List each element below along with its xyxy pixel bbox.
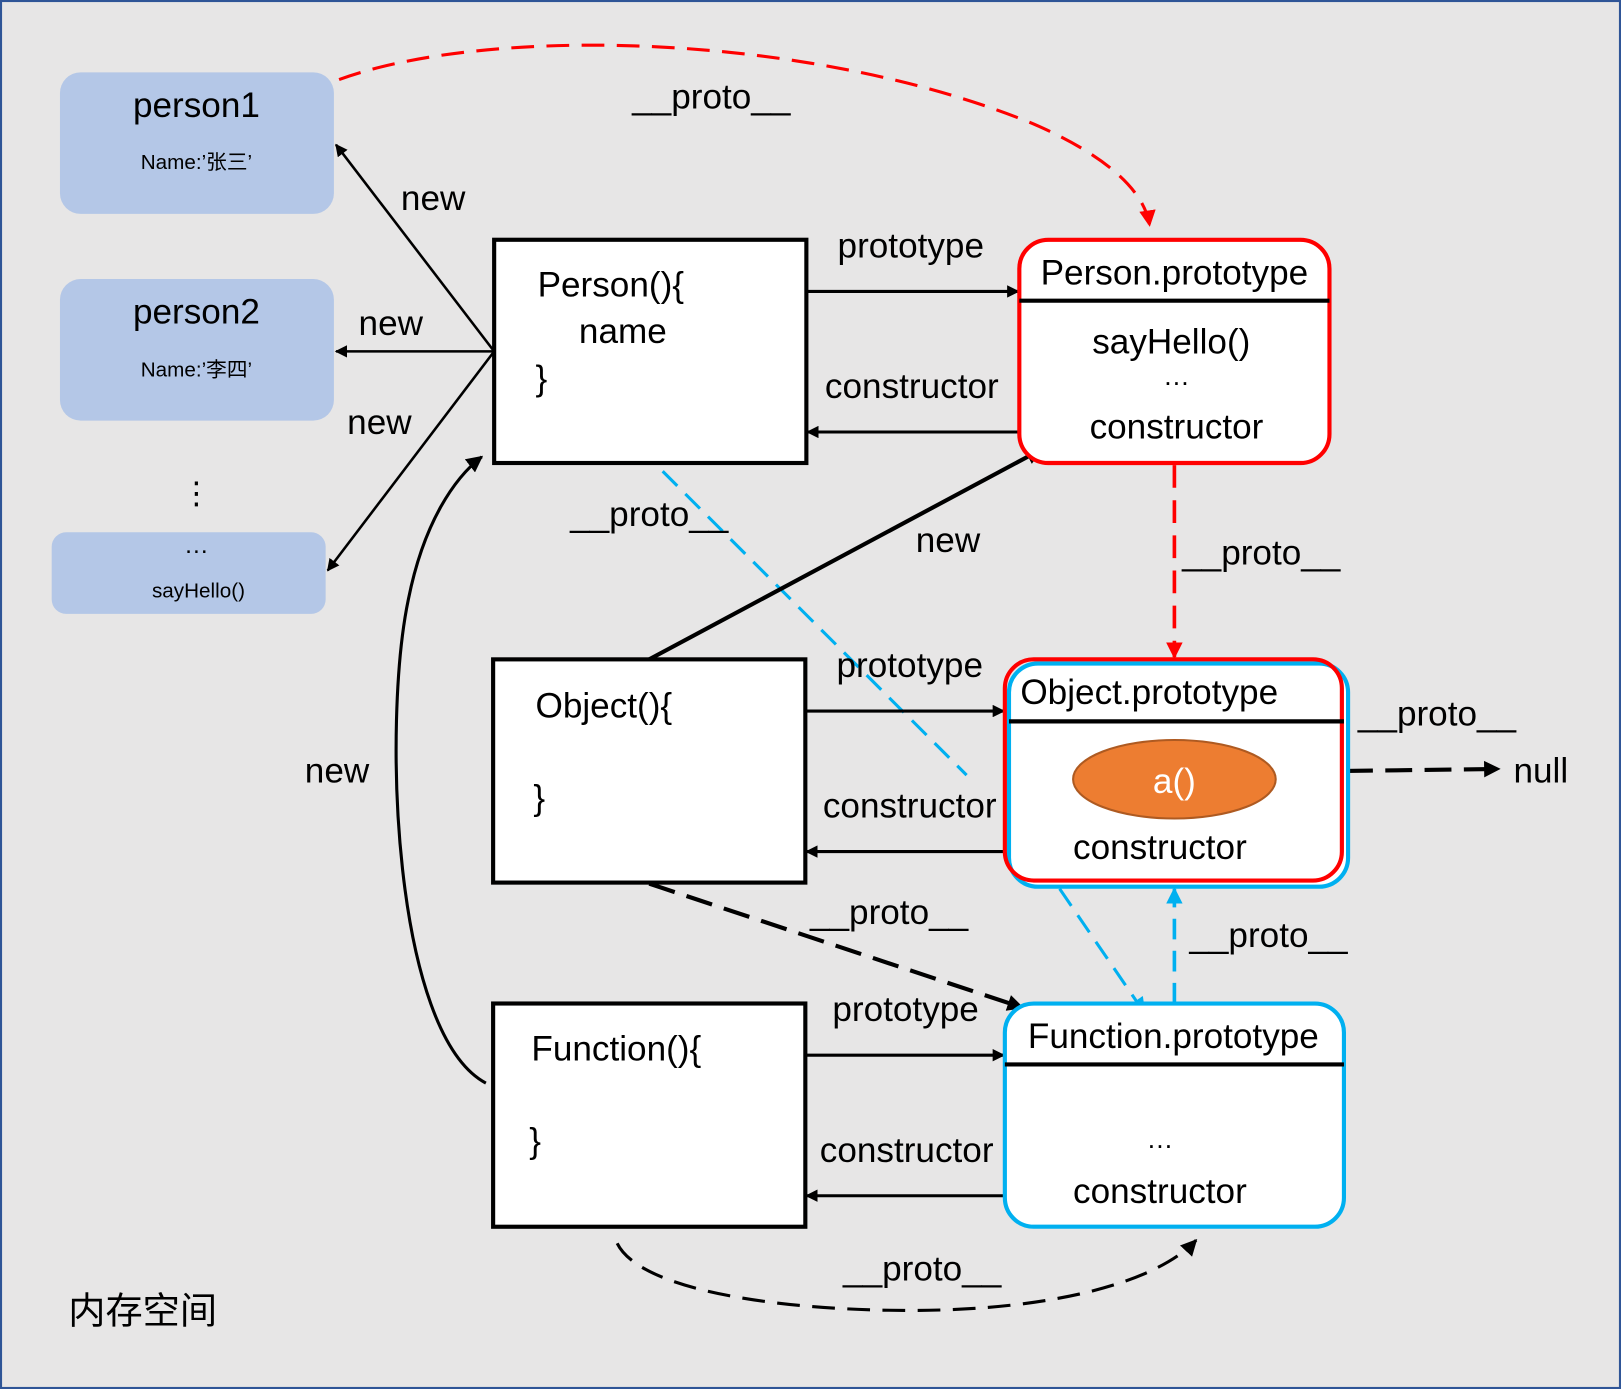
prototype-title: Object.prototype: [1020, 673, 1278, 712]
label-function-prototype-proto: __proto__: [1188, 916, 1348, 955]
fn-close: }: [529, 1121, 541, 1160]
person-constructor-fn: Person(){ name }: [492, 237, 809, 466]
edge-object-prototype-proto: [1345, 760, 1501, 778]
instance-title: person2: [133, 293, 260, 332]
object-constructor-fn: Object(){ }: [491, 657, 808, 885]
edge-new-person1: [334, 143, 496, 353]
edge-person1-proto: [338, 43, 1156, 227]
label-object-new: new: [916, 521, 981, 560]
prototype-method: a(): [1153, 762, 1196, 801]
prototype-box: [1017, 237, 1332, 466]
prototype-constructor: constructor: [1090, 407, 1264, 446]
prototype-method: sayHello(): [1092, 323, 1250, 362]
instance-field: Name:’张三’: [141, 151, 252, 174]
fn-box: [492, 237, 809, 466]
fn-close: }: [536, 359, 548, 398]
instance-more: … sayHello(): [51, 532, 326, 614]
label-new-instance: new: [347, 403, 412, 442]
instance-box: [59, 279, 334, 421]
prototype-box: [1002, 1001, 1347, 1229]
edge-object-new: [648, 447, 1043, 662]
prototype-constructor: constructor: [1073, 1172, 1247, 1211]
edge-person-fn-proto: [661, 470, 968, 777]
object-prototype: Object.prototype a() constructor: [1002, 657, 1351, 889]
fn-open: Person(){: [538, 266, 685, 305]
label-function-constructor: constructor: [820, 1131, 994, 1170]
label-object-constructor: constructor: [823, 787, 997, 826]
edge-new-instance: [326, 350, 496, 572]
fn-open: Object(){: [536, 686, 673, 725]
fn-box: [491, 1001, 808, 1229]
label-person-prototype-proto: __proto__: [1181, 533, 1341, 572]
label-person-fn-proto: __proto__: [569, 495, 729, 534]
function-prototype: Function.prototype … constructor: [1002, 1001, 1347, 1229]
label-function-fn-proto: __proto__: [842, 1250, 1002, 1289]
instance-person1: person1 Name:’张三’: [59, 72, 334, 214]
instance-ellipsis: …: [184, 532, 209, 559]
method-ellipse: [1072, 738, 1277, 820]
prototype-box-red: [1002, 657, 1344, 883]
instance-method: sayHello(): [152, 580, 245, 603]
fn-close: }: [533, 778, 545, 817]
fn-open: Function(){: [531, 1029, 701, 1068]
prototype-title: Person.prototype: [1041, 253, 1309, 292]
label-new-person1: new: [401, 179, 466, 218]
edge-object-fn-proto: [648, 881, 1024, 1011]
edge-function-new: [394, 455, 487, 1085]
fn-box: [491, 657, 808, 885]
function-constructor-fn: Function(){ }: [491, 1001, 808, 1229]
label-object-fn-proto: __proto__: [809, 893, 969, 932]
instance-person2: person2 Name:’李四’: [59, 279, 334, 421]
prototype-ellipsis: …: [1163, 361, 1190, 391]
label-new-person2: new: [359, 304, 424, 343]
memory-space-label: 内存空间: [68, 1289, 217, 1331]
label-function-prototype: prototype: [832, 990, 978, 1029]
instance-title: person1: [133, 86, 260, 125]
instance-box: [59, 72, 334, 214]
prototype-title: Function.prototype: [1028, 1017, 1319, 1056]
prototype-constructor: constructor: [1073, 828, 1247, 867]
instance-field: Name:’李四’: [141, 358, 252, 381]
label-object-prototype: prototype: [837, 646, 983, 685]
vertical-ellipsis: ⋮: [181, 475, 212, 510]
label-person1-proto: __proto__: [631, 78, 791, 117]
label-function-new: new: [305, 751, 370, 790]
label-person-constructor: constructor: [825, 367, 999, 406]
null-value: null: [1513, 751, 1568, 790]
edge-function-fn-proto: [615, 1238, 1198, 1313]
fn-field: name: [579, 312, 667, 351]
instance-box: [51, 532, 326, 614]
label-person-prototype: prototype: [838, 226, 984, 265]
person-prototype: Person.prototype sayHello() … constructo…: [1017, 237, 1332, 466]
prototype-ellipsis: …: [1146, 1124, 1173, 1154]
edge-object-prototype-to-function-prototype: [1058, 887, 1146, 1015]
label-object-prototype-proto: __proto__: [1357, 695, 1517, 734]
